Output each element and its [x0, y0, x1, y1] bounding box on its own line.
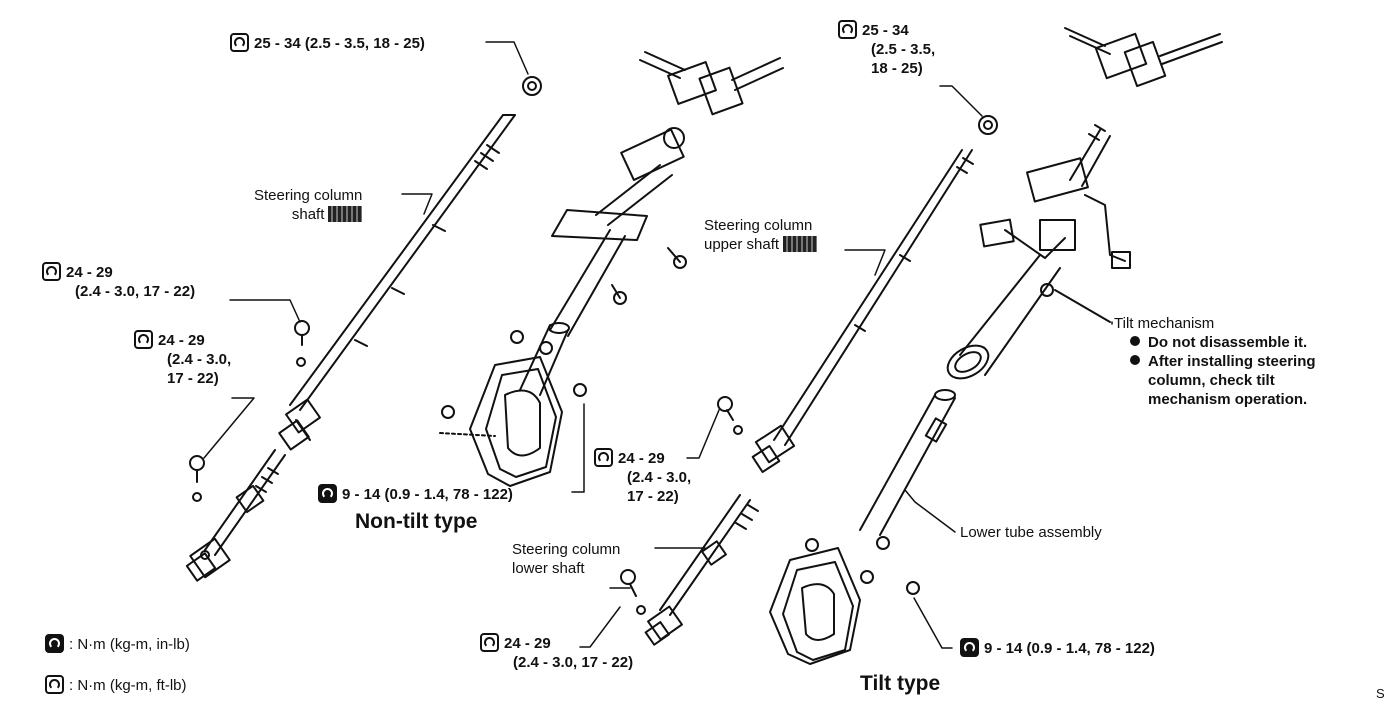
label-steering-column-shaft: Steering column shaft	[254, 186, 363, 224]
bullet-icon	[1130, 336, 1140, 346]
upper-universal-joint	[278, 398, 321, 451]
label-line-2: lower shaft	[512, 560, 585, 577]
label-line-2: shaft	[254, 205, 363, 224]
tilt-mechanism-note: Tilt mechanism Do not disassemble it. Af…	[1114, 314, 1316, 409]
torque-value-detail: (2.4 - 3.0,	[627, 469, 692, 486]
combination-switch-non-tilt	[639, 51, 784, 149]
torque-label-upper-bolt: 24 - 29 (2.4 - 3.0, 17 - 22)	[42, 262, 195, 301]
torque-value-detail: (2.4 - 3.0, 17 - 22)	[513, 654, 634, 671]
steering-column-shaft	[289, 114, 516, 411]
tilt-column-head	[979, 124, 1131, 269]
lower-tube-assembly	[859, 389, 956, 536]
bullet-icon	[1130, 355, 1140, 365]
special-tool-icon	[783, 236, 818, 252]
torque-value-detail: (2.4 - 3.0, 17 - 22)	[75, 283, 196, 300]
torque-label-lower-shaft-bolt: 24 - 29 (2.4 - 3.0, 17 - 22)	[480, 633, 633, 672]
small-bolt-lower	[189, 455, 205, 502]
upper-shaft-top-nut	[978, 115, 998, 135]
tilt-upper-tube	[946, 254, 1061, 380]
small-bolt-lower-tilt	[620, 569, 646, 615]
torque-value-detail: 17 - 22)	[167, 370, 219, 387]
column-flange-tilt	[769, 536, 920, 665]
label-line-1: Steering column	[254, 187, 363, 204]
legend-text: : N·m (kg-m, ft-lb)	[69, 677, 187, 694]
column-upper-non-tilt	[549, 128, 687, 337]
torque-value-detail: (2.4 - 3.0,	[167, 351, 232, 368]
legend-in-lb: : N·m (kg-m, in-lb)	[45, 634, 190, 654]
note-text: Do not disassemble it.	[1148, 334, 1308, 351]
in-lb-wrench-icon	[960, 638, 979, 657]
label-line-1: Steering column	[704, 217, 813, 234]
in-lb-wrench-icon	[318, 484, 337, 503]
torque-label-upper-shaft-bolt: 24 - 29 (2.4 - 3.0, 17 - 22)	[594, 448, 691, 506]
label-steering-column-lower-shaft: Steering column lower shaft	[512, 540, 620, 578]
lower-shaft-left	[185, 449, 286, 582]
in-lb-wrench-icon	[45, 634, 64, 653]
torque-value-detail: (2.5 - 3.5,	[871, 41, 936, 58]
torque-value: 9 - 14 (0.9 - 1.4, 78 - 122)	[342, 486, 513, 503]
torque-value: 24 - 29	[66, 264, 113, 281]
steering-column-lower-shaft	[644, 494, 759, 646]
small-bolt-tilt	[717, 396, 743, 435]
legend-text: : N·m (kg-m, in-lb)	[69, 636, 190, 653]
label-text: upper shaft	[704, 236, 780, 253]
ft-lb-wrench-icon	[594, 448, 613, 467]
leader-lines	[203, 41, 1113, 649]
torque-value: 9 - 14 (0.9 - 1.4, 78 - 122)	[984, 640, 1155, 657]
note-text: mechanism operation.	[1148, 391, 1308, 408]
label-line-2: upper shaft	[704, 235, 818, 254]
ft-lb-wrench-icon	[45, 675, 64, 694]
ft-lb-wrench-icon	[230, 33, 249, 52]
torque-value: 24 - 29	[618, 450, 665, 467]
torque-label-upper-shaft-top: 25 - 34 (2.5 - 3.5, 18 - 25)	[838, 20, 935, 78]
column-flange-non-tilt	[439, 330, 587, 487]
label-lower-tube-assembly: Lower tube assembly	[960, 524, 1102, 541]
torque-value: 25 - 34 (2.5 - 3.5, 18 - 25)	[254, 35, 425, 52]
note-text: column, check tilt	[1148, 372, 1275, 389]
special-tool-icon	[328, 206, 363, 222]
combination-switch-tilt	[1064, 27, 1223, 88]
label-line-1: Steering column	[512, 541, 621, 558]
shaft-top-nut	[522, 76, 542, 96]
torque-value-detail: 18 - 25)	[871, 60, 923, 77]
tilt-mechanism-title: Tilt mechanism	[1114, 315, 1215, 332]
ft-lb-wrench-icon	[480, 633, 499, 652]
note-text: After installing steering	[1148, 353, 1316, 370]
torque-label-flange-tilt: 9 - 14 (0.9 - 1.4, 78 - 122)	[960, 638, 1155, 658]
ft-lb-wrench-icon	[42, 262, 61, 281]
torque-label-shaft-top: 25 - 34 (2.5 - 3.5, 18 - 25)	[230, 33, 425, 53]
torque-label-lower-bolt: 24 - 29 (2.4 - 3.0, 17 - 22)	[134, 330, 231, 388]
page-mark: S	[1376, 686, 1385, 701]
legend-ft-lb: : N·m (kg-m, ft-lb)	[45, 675, 187, 695]
label-text: shaft	[291, 206, 325, 223]
torque-value-detail: 17 - 22)	[627, 488, 679, 505]
steering-column-upper-shaft	[751, 149, 974, 473]
small-bolt-upper	[294, 320, 310, 367]
ft-lb-wrench-icon	[134, 330, 153, 349]
label-steering-column-upper-shaft: Steering column upper shaft	[704, 216, 818, 254]
torque-value: 24 - 29	[504, 635, 551, 652]
tilt-mechanism	[1040, 283, 1111, 323]
torque-label-flange-non-tilt: 9 - 14 (0.9 - 1.4, 78 - 122)	[318, 484, 513, 504]
tilt-type-title: Tilt type	[860, 672, 941, 695]
non-tilt-type-title: Non-tilt type	[355, 510, 478, 533]
torque-value: 25 - 34	[862, 22, 909, 39]
torque-value: 24 - 29	[158, 332, 205, 349]
ft-lb-wrench-icon	[838, 20, 857, 39]
